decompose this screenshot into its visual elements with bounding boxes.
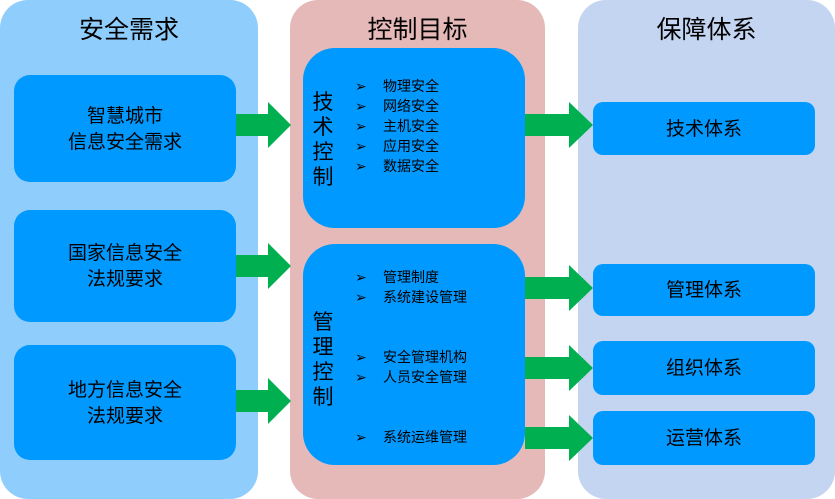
right-arrow-icon [525,102,593,148]
box-line: 法规要求 [86,268,163,290]
requirement-box: 地方信息安全法规要求 [14,345,236,460]
system-box: 组织体系 [593,341,815,395]
list-item: ➢管理制度 [355,270,439,286]
panel-title: 控制目标 [367,15,468,44]
arrowhead-bullet-icon: ➢ [355,119,367,135]
arrowhead-bullet-icon: ➢ [355,430,367,446]
list-item: ➢物理安全 [355,79,439,95]
arrowhead-bullet-icon: ➢ [355,270,367,286]
right-arrow-icon [236,378,291,424]
list-item: ➢网络安全 [355,99,439,115]
arrowhead-bullet-icon: ➢ [355,370,367,386]
box-line: 法规要求 [86,404,163,427]
arrowhead-bullet-icon: ➢ [355,99,367,115]
system-box: 运营体系 [593,411,815,465]
requirement-box: 国家信息安全法规要求 [14,210,236,322]
arrowhead-bullet-icon: ➢ [355,290,367,306]
arrowhead-bullet-icon: ➢ [355,139,367,155]
arrowhead-bullet-icon: ➢ [355,159,367,175]
right-arrow-icon [525,265,593,311]
list-item: ➢系统建设管理 [355,290,467,306]
technical-control-box: 技术控制 ➢物理安全 ➢网络安全 ➢主机安全 ➢应用安全 ➢数据安全 [303,48,525,228]
list-item: ➢系统运维管理 [355,430,467,446]
box-line: 信息安全需求 [67,130,182,153]
arrowhead-bullet-icon: ➢ [355,79,367,95]
box-line: 地方信息安全 [67,378,182,401]
list-item: ➢安全管理机构 [355,350,467,366]
list-item: ➢人员安全管理 [355,370,467,386]
list-item: ➢主机安全 [355,119,439,135]
list-item: ➢数据安全 [355,159,439,175]
management-control-label: 管理控制 [312,310,334,409]
technical-control-label: 技术控制 [312,90,334,189]
system-box: 管理体系 [593,264,815,316]
right-arrow-icon [236,243,291,289]
management-control-box: 管理控制 ➢管理制度 ➢系统建设管理 ➢安全管理机构 ➢人员安全管理 ➢系统运维… [303,244,525,465]
right-arrow-icon [236,102,291,148]
box-line: 智慧城市 [86,104,163,127]
list-item: ➢应用安全 [355,139,439,155]
arrowhead-bullet-icon: ➢ [355,350,367,366]
right-arrow-icon [525,345,593,391]
box-line: 国家信息安全 [67,242,182,264]
right-arrow-icon [525,415,593,461]
system-box: 技术体系 [593,102,815,155]
requirement-box: 智慧城市信息安全需求 [14,75,236,182]
panel-title: 保障体系 [656,15,757,44]
panel-title: 安全需求 [78,15,179,44]
